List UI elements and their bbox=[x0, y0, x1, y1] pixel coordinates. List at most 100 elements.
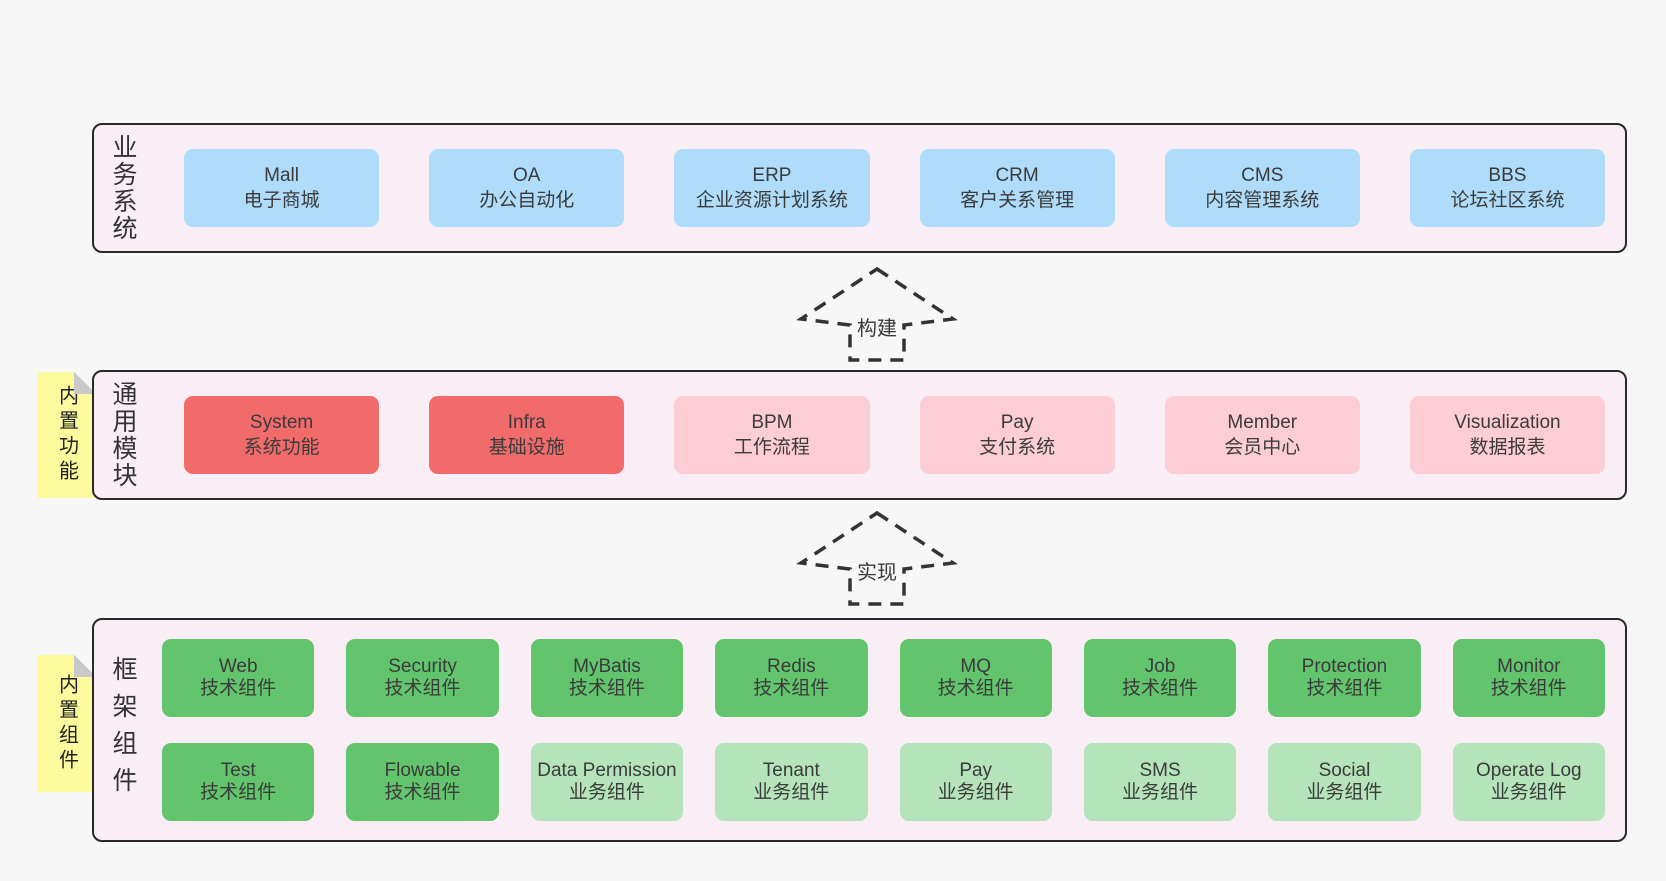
box-title: Flowable bbox=[384, 759, 461, 781]
box-web: Web 技术组件 bbox=[162, 639, 315, 717]
box-protection: Protection 技术组件 bbox=[1268, 639, 1421, 717]
box-pay-system: Pay 支付系统 bbox=[919, 396, 1115, 474]
box-subtitle: 技术组件 bbox=[1306, 678, 1383, 699]
box-subtitle: 论坛社区系统 bbox=[1450, 190, 1565, 211]
box-subtitle: 办公自动化 bbox=[479, 190, 575, 211]
box-tenant: Tenant 业务组件 bbox=[715, 743, 868, 821]
box-title: Infra bbox=[507, 411, 546, 433]
box-title: ERP bbox=[752, 164, 792, 186]
box-job: Job 技术组件 bbox=[1083, 639, 1237, 717]
box-sms: SMS 业务组件 bbox=[1083, 743, 1237, 821]
box-crm: CRM 客户关系管理 bbox=[919, 149, 1115, 227]
box-title: Protection bbox=[1301, 655, 1388, 677]
box-title: System bbox=[249, 411, 314, 433]
layer-business-systems: 业务系统 Mall 电子商城 OA 办公自动化 ERP 企业资源计划系统 CRM… bbox=[92, 123, 1627, 253]
box-oa: OA 办公自动化 bbox=[429, 149, 625, 227]
box-subtitle: 业务组件 bbox=[568, 782, 645, 803]
box-bbs: BBS 论坛社区系统 bbox=[1409, 149, 1606, 227]
box-subtitle: 基础设施 bbox=[488, 437, 565, 458]
note-builtin-components: 内置组件 bbox=[38, 655, 96, 792]
arrow-implement: 实现 bbox=[792, 508, 962, 608]
folded-corner-icon bbox=[74, 372, 96, 394]
box-visualization: Visualization 数据报表 bbox=[1409, 396, 1606, 474]
note-text: 内置功能 bbox=[55, 385, 78, 485]
box-erp: ERP 企业资源计划系统 bbox=[674, 149, 870, 227]
box-subtitle: 客户关系管理 bbox=[960, 190, 1075, 211]
box-title: CMS bbox=[1241, 164, 1284, 186]
box-subtitle: 电子商城 bbox=[243, 190, 320, 211]
box-subtitle: 业务组件 bbox=[937, 782, 1014, 803]
box-flowable: Flowable 技术组件 bbox=[346, 743, 499, 821]
box-title: Test bbox=[220, 759, 256, 781]
box-system: System 系统功能 bbox=[184, 396, 380, 474]
box-title: MyBatis bbox=[573, 655, 641, 677]
box-title: Data Permission bbox=[537, 759, 677, 781]
box-cms: CMS 内容管理系统 bbox=[1164, 149, 1360, 227]
component-boxes: Web 技术组件 Security 技术组件 MyBatis 技术组件 Redi… bbox=[152, 620, 1625, 840]
box-redis: Redis 技术组件 bbox=[715, 639, 868, 717]
note-builtin-functions: 内置功能 bbox=[38, 372, 96, 498]
folded-corner-icon bbox=[74, 655, 96, 677]
box-pay-business: Pay 业务组件 bbox=[899, 743, 1052, 821]
arrow-implement-label: 实现 bbox=[854, 556, 900, 585]
arrow-build-label: 构建 bbox=[854, 312, 900, 341]
box-subtitle: 业务组件 bbox=[1306, 782, 1383, 803]
box-infra: Infra 基础设施 bbox=[429, 396, 625, 474]
box-subtitle: 技术组件 bbox=[200, 678, 277, 699]
up-arrow-icon bbox=[796, 266, 958, 362]
box-subtitle: 技术组件 bbox=[568, 678, 645, 699]
box-title: CRM bbox=[995, 164, 1039, 186]
box-title: Mall bbox=[264, 164, 299, 186]
box-title: Redis bbox=[767, 655, 816, 677]
layer-label-components: 框架组件 bbox=[109, 656, 137, 804]
box-mall: Mall 电子商城 bbox=[184, 149, 380, 227]
box-mybatis: MyBatis 技术组件 bbox=[530, 639, 684, 717]
box-mq: MQ 技术组件 bbox=[899, 639, 1052, 717]
box-subtitle: 会员中心 bbox=[1224, 437, 1301, 458]
box-subtitle: 内容管理系统 bbox=[1205, 190, 1320, 211]
box-security: Security 技术组件 bbox=[346, 639, 499, 717]
box-title: Monitor bbox=[1497, 655, 1561, 677]
box-social: Social 业务组件 bbox=[1268, 743, 1421, 821]
box-subtitle: 支付系统 bbox=[979, 437, 1056, 458]
box-title: MQ bbox=[960, 655, 991, 677]
component-row-1: Web 技术组件 Security 技术组件 MyBatis 技术组件 Redi… bbox=[162, 639, 1605, 717]
box-subtitle: 技术组件 bbox=[753, 678, 830, 699]
box-test: Test 技术组件 bbox=[162, 743, 315, 821]
box-subtitle: 业务组件 bbox=[753, 782, 830, 803]
box-subtitle: 企业资源计划系统 bbox=[695, 190, 848, 211]
box-operate-log: Operate Log 业务组件 bbox=[1452, 743, 1605, 821]
box-subtitle: 技术组件 bbox=[200, 782, 277, 803]
box-title: SMS bbox=[1139, 759, 1181, 781]
box-subtitle: 技术组件 bbox=[1490, 678, 1567, 699]
layer-common-modules: 通用模块 System 系统功能 Infra 基础设施 BPM 工作流程 Pay… bbox=[92, 370, 1627, 500]
box-subtitle: 业务组件 bbox=[1490, 782, 1567, 803]
box-subtitle: 技术组件 bbox=[384, 782, 461, 803]
box-title: OA bbox=[513, 164, 541, 186]
box-bpm: BPM 工作流程 bbox=[674, 396, 870, 474]
box-data-permission: Data Permission 业务组件 bbox=[530, 743, 684, 821]
component-row-2: Test 技术组件 Flowable 技术组件 Data Permission … bbox=[162, 743, 1605, 821]
layer-framework-components: 框架组件 Web 技术组件 Security 技术组件 MyBatis 技术组件… bbox=[92, 618, 1627, 842]
box-subtitle: 技术组件 bbox=[937, 678, 1014, 699]
box-subtitle: 数据报表 bbox=[1469, 437, 1546, 458]
layer-label-business: 业务系统 bbox=[109, 134, 137, 242]
box-title: Job bbox=[1144, 655, 1176, 677]
box-title: Visualization bbox=[1454, 411, 1561, 433]
box-title: Pay bbox=[1000, 411, 1034, 433]
layer-label-modules: 通用模块 bbox=[109, 381, 137, 489]
box-subtitle: 系统功能 bbox=[243, 437, 320, 458]
box-title: Pay bbox=[959, 759, 993, 781]
box-subtitle: 工作流程 bbox=[733, 437, 810, 458]
box-title: Member bbox=[1227, 411, 1298, 433]
box-member: Member 会员中心 bbox=[1164, 396, 1360, 474]
box-title: Tenant bbox=[762, 759, 820, 781]
box-title: BPM bbox=[751, 411, 793, 433]
box-title: Security bbox=[388, 655, 457, 677]
note-text: 内置组件 bbox=[55, 673, 78, 774]
box-subtitle: 技术组件 bbox=[1122, 678, 1199, 699]
box-title: Operate Log bbox=[1475, 759, 1582, 781]
box-monitor: Monitor 技术组件 bbox=[1452, 639, 1605, 717]
box-title: BBS bbox=[1488, 164, 1527, 186]
